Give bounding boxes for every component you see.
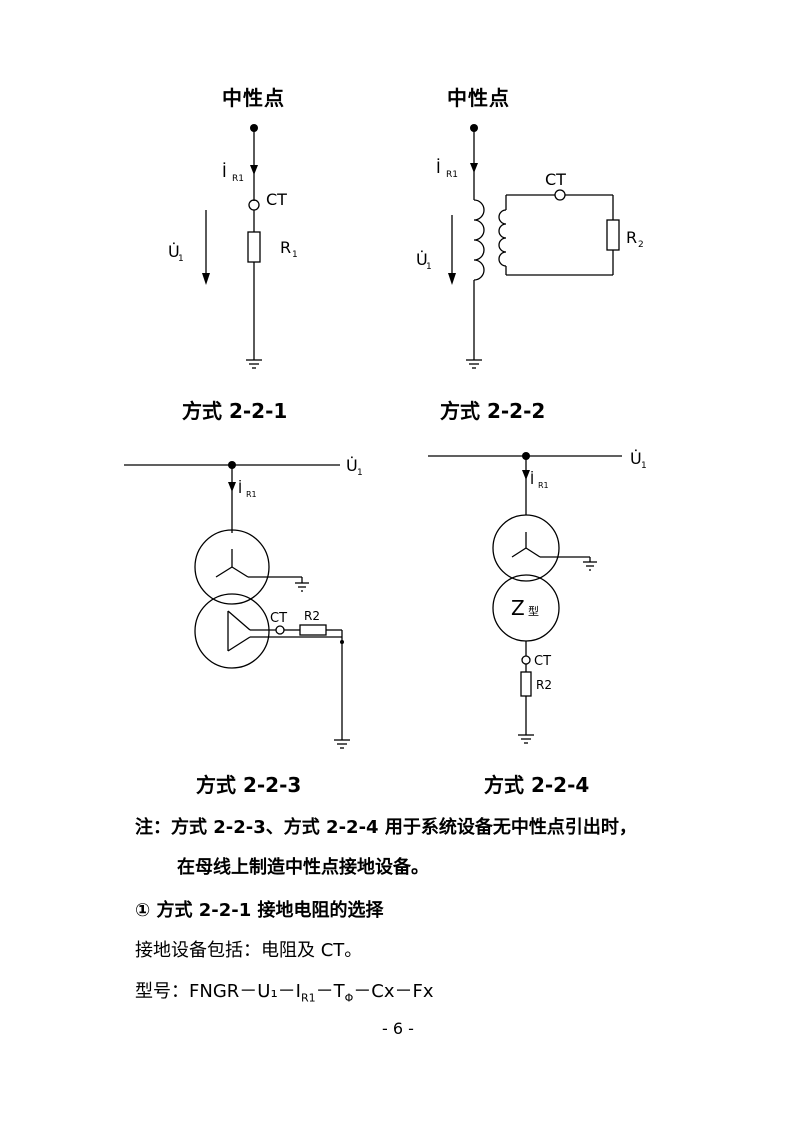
current-arrow: [228, 482, 236, 492]
current-sub: R1: [538, 481, 549, 490]
ct-symbol: [521, 655, 531, 665]
resistor-sub: 2: [638, 240, 644, 250]
open-delta-symbol: [227, 610, 251, 652]
ct-symbol: [275, 625, 285, 635]
diagram1-title: 中性点: [222, 86, 285, 110]
model-sub-1: R1: [300, 991, 316, 1005]
section-heading: ① 方式 2-2-1 接地电阻的选择: [135, 900, 384, 921]
model-sub-2: Φ: [344, 991, 354, 1005]
resistor-label: R: [280, 238, 291, 257]
diagram2-title: 中性点: [447, 86, 510, 110]
current-sub: R1: [232, 174, 244, 184]
ct-label: CT: [266, 190, 287, 209]
note-line-1: 注：方式 2-2-3、方式 2-2-4 用于系统设备无中性点引出时，: [135, 817, 637, 838]
resistor-r2: [606, 219, 620, 251]
diagram3-circuit: U̇ 1 İ R1 CT R2: [124, 456, 363, 749]
current-label: İ: [436, 158, 441, 177]
ct-label: CT: [534, 654, 551, 669]
voltage-label: U̇: [346, 456, 358, 475]
voltage-sub: 1: [178, 254, 184, 264]
ground-symbol-wye: [295, 582, 309, 592]
voltage-label: U̇: [168, 242, 180, 261]
z-winding-circle: [492, 574, 560, 642]
diagram4-circuit: U̇ 1 İ R1 Z 型 CT R2: [428, 449, 647, 744]
resistor-label: R2: [304, 609, 320, 623]
model-part-3: －Cx－Fx: [353, 981, 434, 1002]
current-sub: R1: [246, 490, 257, 499]
note-line-2: 在母线上制造中性点接地设备。: [177, 857, 429, 878]
diagram2-caption: 方式 2-2-2: [440, 399, 546, 423]
paragraph-equipment: 接地设备包括：电阻及 CT。: [135, 940, 363, 961]
voltage-label: U̇: [630, 449, 642, 468]
current-arrow: [250, 165, 258, 175]
model-part-2: －T: [315, 981, 345, 1002]
primary-winding-circle: [194, 529, 270, 605]
page-number: - 6 -: [382, 1019, 414, 1038]
model-part-1: 型号：FNGR－U₁－I: [135, 981, 301, 1002]
voltage-sub: 1: [426, 262, 432, 272]
diagram2-circuit: İ R1 CT R 2 U̇ 1: [416, 124, 644, 369]
resistor-label: R: [626, 228, 637, 247]
current-label: İ: [222, 162, 227, 181]
ground-symbol: [518, 734, 534, 744]
current-arrow: [470, 163, 478, 173]
ground-symbol: [466, 359, 482, 369]
resistor-sub: 1: [292, 250, 298, 260]
ground-symbol-wye: [583, 561, 597, 571]
current-label: İ: [530, 470, 534, 488]
ct-symbol: [248, 199, 260, 211]
paragraph-model: 型号：FNGR－U₁－IR1－TΦ－Cx－Fx: [135, 977, 434, 1005]
voltage-label: U̇: [416, 250, 428, 269]
diagram3-caption: 方式 2-2-3: [196, 773, 302, 797]
current-label: İ: [238, 479, 242, 497]
ct-symbol: [554, 189, 566, 201]
current-sub: R1: [446, 170, 458, 180]
inductor-coil: [473, 199, 485, 281]
wye-symbol: [511, 532, 541, 558]
ct-label: CT: [270, 611, 287, 626]
z-suffix: 型: [528, 604, 539, 618]
secondary-winding-circle: [194, 593, 270, 669]
diagram1-caption: 方式 2-2-1: [182, 399, 288, 423]
resistor-r2: [299, 624, 327, 636]
secondary-coil: [498, 209, 507, 267]
current-arrow: [522, 470, 530, 480]
primary-winding-circle: [492, 514, 560, 582]
ground-symbol: [334, 739, 350, 749]
ground-symbol: [246, 359, 262, 369]
voltage-sub: 1: [357, 468, 363, 478]
voltage-sub: 1: [641, 461, 647, 471]
z-label: Z: [511, 596, 525, 620]
resistor-label: R2: [536, 678, 552, 692]
resistor-r1: [247, 231, 261, 263]
resistor-r2: [520, 671, 532, 697]
ct-label: CT: [545, 170, 566, 189]
wye-symbol: [215, 549, 249, 578]
diagram1-circuit: İ R1 CT R 1 U̇ 1: [168, 124, 298, 369]
diagram4-caption: 方式 2-2-4: [484, 773, 590, 797]
